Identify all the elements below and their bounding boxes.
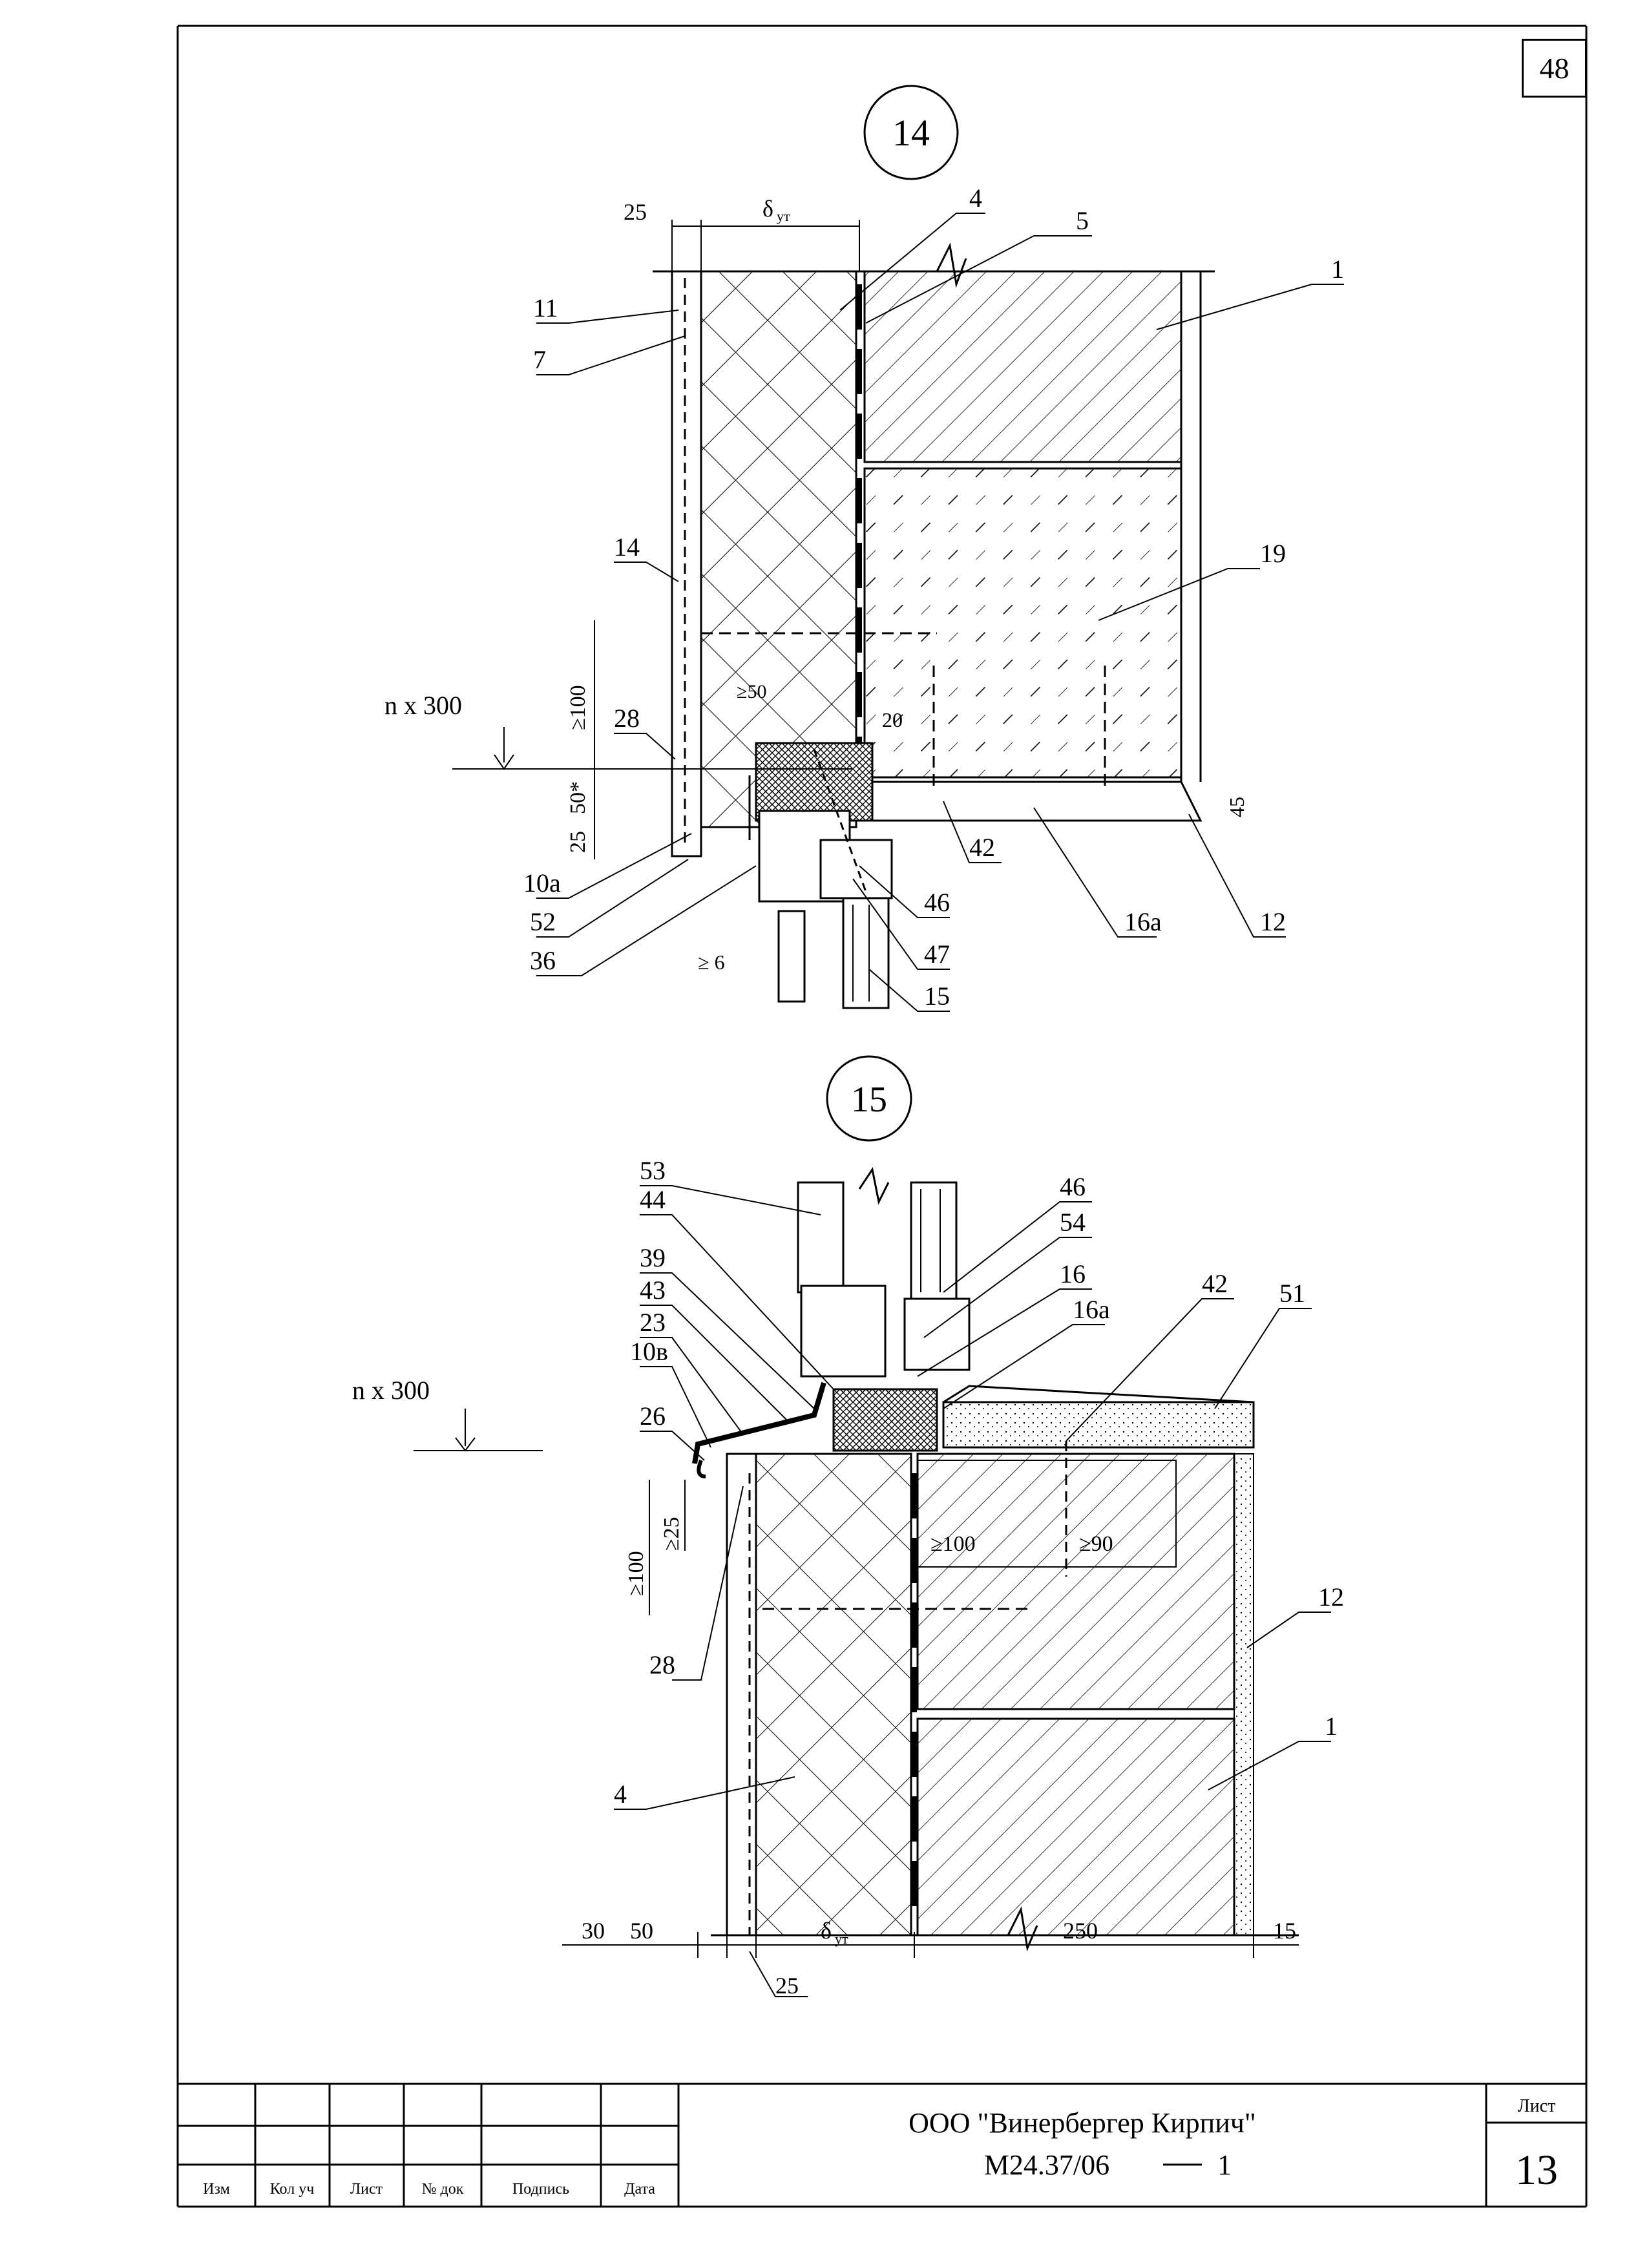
tb-header-list: Лист: [350, 2181, 383, 2198]
window-sash: [797, 1181, 845, 1294]
svg-text:ут: ут: [777, 208, 790, 224]
svg-text:23: 23: [640, 1308, 666, 1337]
svg-text:25: 25: [775, 1973, 799, 1999]
svg-text:51: 51: [1279, 1279, 1305, 1308]
svg-text:20: 20: [882, 708, 903, 731]
sheet-value: 13: [1515, 2147, 1558, 2194]
title-block: [178, 2083, 1586, 2207]
tb-header-sign: Подпись: [512, 2181, 569, 2198]
svg-text:14: 14: [614, 532, 640, 562]
masonry-wall-15: [916, 1453, 1235, 1710]
svg-text:5: 5: [1076, 206, 1089, 235]
svg-text:16a: 16a: [1073, 1295, 1110, 1324]
svg-text:54: 54: [1060, 1208, 1086, 1237]
svg-text:42: 42: [969, 833, 995, 862]
svg-text:10a: 10a: [523, 868, 561, 898]
svg-text:16a: 16a: [1124, 907, 1162, 936]
svg-text:43: 43: [640, 1276, 666, 1305]
svg-text:44: 44: [640, 1185, 666, 1214]
svg-text:ут: ут: [835, 1931, 848, 1947]
svg-text:50*: 50*: [566, 781, 590, 814]
window-sill: [942, 1401, 1255, 1449]
svg-text:δ: δ: [821, 1918, 832, 1944]
svg-text:16: 16: [1060, 1259, 1086, 1288]
detail-15-marker: [826, 1055, 912, 1142]
tb-header-izm: Изм: [203, 2181, 230, 2198]
tb-header-doc: № док: [422, 2181, 464, 2198]
svg-text:52: 52: [530, 907, 556, 936]
svg-text:25: 25: [566, 831, 590, 853]
detail-14-marker: [863, 85, 959, 180]
svg-text:28: 28: [649, 1650, 675, 1679]
svg-text:n x 300: n x 300: [352, 1376, 430, 1405]
detail-15-number: 15: [851, 1080, 887, 1120]
svg-text:≥50: ≥50: [737, 681, 766, 702]
svg-text:42: 42: [1202, 1269, 1228, 1298]
detail-15: 15 ≥100 ≥90 n x 300: [352, 1055, 1344, 1999]
svg-text:250: 250: [1063, 1918, 1098, 1944]
svg-text:28: 28: [614, 704, 640, 733]
svg-text:n x 300: n x 300: [384, 691, 462, 720]
svg-text:36: 36: [530, 946, 556, 975]
svg-text:≥100: ≥100: [624, 1551, 648, 1596]
company-name: ООО "Винербергер Кирпич": [909, 2107, 1256, 2139]
svg-text:53: 53: [640, 1156, 666, 1185]
svg-text:≥25: ≥25: [660, 1517, 684, 1551]
svg-text:46: 46: [1060, 1172, 1086, 1201]
svg-text:11: 11: [533, 293, 558, 322]
svg-text:12: 12: [1318, 1582, 1344, 1612]
svg-text:4: 4: [614, 1780, 627, 1809]
svg-text:≥100: ≥100: [930, 1532, 976, 1556]
lintel-block: [863, 467, 1182, 779]
svg-text:10в: 10в: [630, 1337, 668, 1366]
svg-text:39: 39: [640, 1243, 666, 1272]
svg-text:15: 15: [1273, 1918, 1296, 1944]
svg-text:15: 15: [924, 982, 950, 1011]
svg-text:7: 7: [533, 345, 546, 374]
svg-text:45: 45: [1225, 797, 1248, 817]
doc-code: М24.37/06: [984, 2149, 1109, 2181]
doc-suffix: 1: [1217, 2149, 1232, 2181]
tb-header-kol: Кол уч: [270, 2181, 315, 2198]
sheet-frame: [176, 25, 1588, 2208]
svg-text:1: 1: [1325, 1712, 1338, 1741]
svg-text:47: 47: [924, 940, 950, 969]
svg-text:δ: δ: [762, 196, 773, 222]
insulation-layer-15: [755, 1453, 912, 1937]
svg-text:46: 46: [924, 888, 950, 917]
svg-text:12: 12: [1260, 907, 1286, 936]
svg-text:≥90: ≥90: [1079, 1532, 1113, 1556]
tb-header-date: Дата: [624, 2181, 655, 2198]
svg-text:50: 50: [630, 1918, 653, 1944]
svg-text:19: 19: [1260, 539, 1286, 568]
svg-text:4: 4: [969, 184, 982, 213]
svg-text:30: 30: [582, 1918, 605, 1944]
svg-text:≥ 6: ≥ 6: [698, 950, 725, 974]
window-frame: [755, 742, 874, 822]
insulation-layer: [700, 270, 857, 828]
detail-14-number: 14: [892, 112, 930, 154]
svg-text:1: 1: [1331, 255, 1344, 284]
sheet-label: Лист: [1518, 2096, 1556, 2116]
svg-text:25: 25: [624, 199, 647, 225]
masonry-wall: [863, 270, 1182, 463]
svg-text:≥100: ≥100: [566, 685, 590, 730]
detail-14: 14 25 δ ут: [384, 85, 1344, 1012]
svg-text:26: 26: [640, 1402, 666, 1431]
